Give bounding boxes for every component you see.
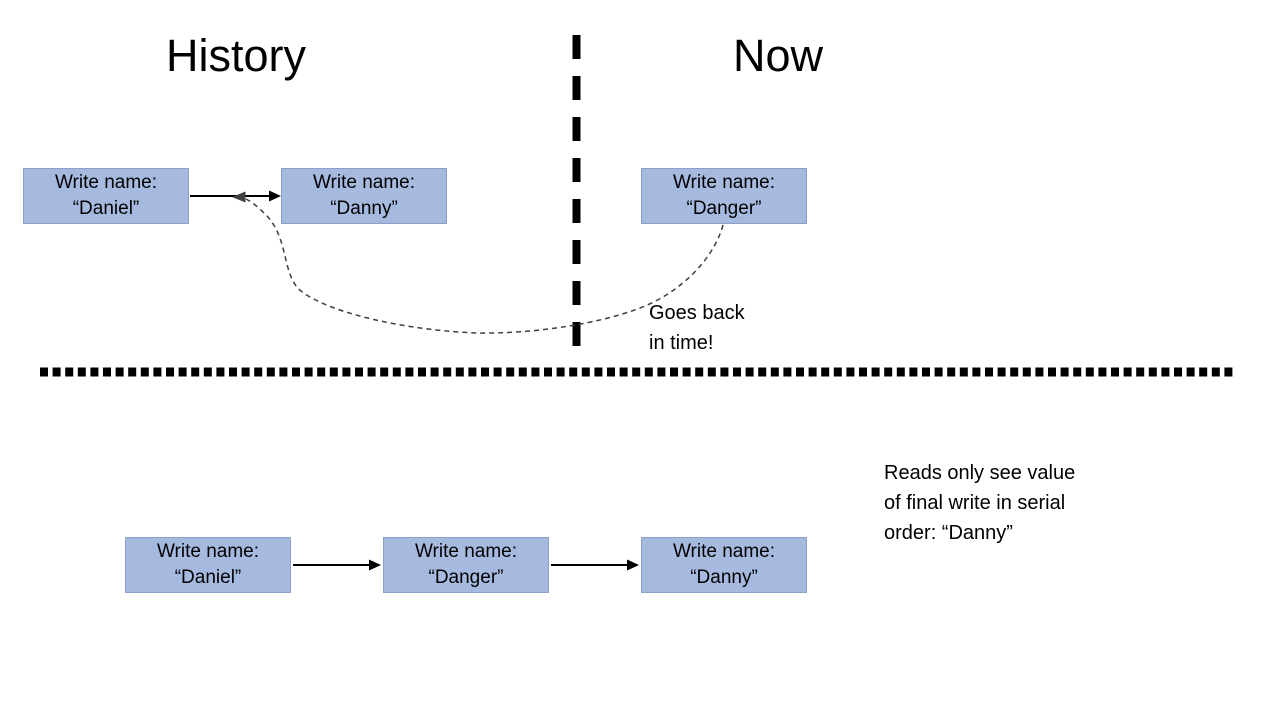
write-box-label: Write name: <box>672 172 776 193</box>
write-box-value: “Danny” <box>690 567 758 588</box>
write-box-value: “Daniel” <box>72 198 140 219</box>
write-box-serial-danny: Write name: “Danny” <box>641 537 807 593</box>
write-box-history-danny: Write name: “Danny” <box>281 168 447 224</box>
goes-back-line1: Goes back <box>649 302 745 324</box>
now-title: Now <box>733 30 824 81</box>
write-box-value: “Danny” <box>330 198 398 219</box>
write-box-value: “Daniel” <box>174 567 242 588</box>
goes-back-annotation: Goes back in time! <box>649 298 745 358</box>
write-box-serial-danger: Write name: “Danger” <box>383 537 549 593</box>
write-box-label: Write name: <box>156 541 260 562</box>
history-title: History <box>166 30 307 81</box>
goes-back-line2: in time! <box>649 332 714 354</box>
write-box-value: “Danger” <box>686 198 762 219</box>
goes-back-in-time-curve <box>245 198 724 334</box>
write-box-history-daniel: Write name: “Daniel” <box>23 168 189 224</box>
reads-note-line2: of final write in serial <box>884 492 1066 514</box>
reads-note-line3: order: “Danny” <box>884 522 1013 544</box>
write-box-value: “Danger” <box>428 567 504 588</box>
write-box-now-danger: Write name: “Danger” <box>641 168 807 224</box>
write-box-label: Write name: <box>672 541 776 562</box>
arrow-daniel-to-danny-head-icon <box>269 190 281 202</box>
write-box-serial-daniel: Write name: “Daniel” <box>125 537 291 593</box>
write-box-label: Write name: <box>414 541 518 562</box>
reads-note-line1: Reads only see value <box>884 462 1076 484</box>
write-box-label: Write name: <box>312 172 416 193</box>
reads-note-annotation: Reads only see value of final write in s… <box>884 458 1075 548</box>
goes-back-curve-arrowhead-icon <box>232 191 246 203</box>
arrow-bottom-danger-to-danny-head-icon <box>627 559 639 571</box>
arrow-bottom-daniel-to-danger-head-icon <box>369 559 381 571</box>
write-box-label: Write name: <box>54 172 158 193</box>
